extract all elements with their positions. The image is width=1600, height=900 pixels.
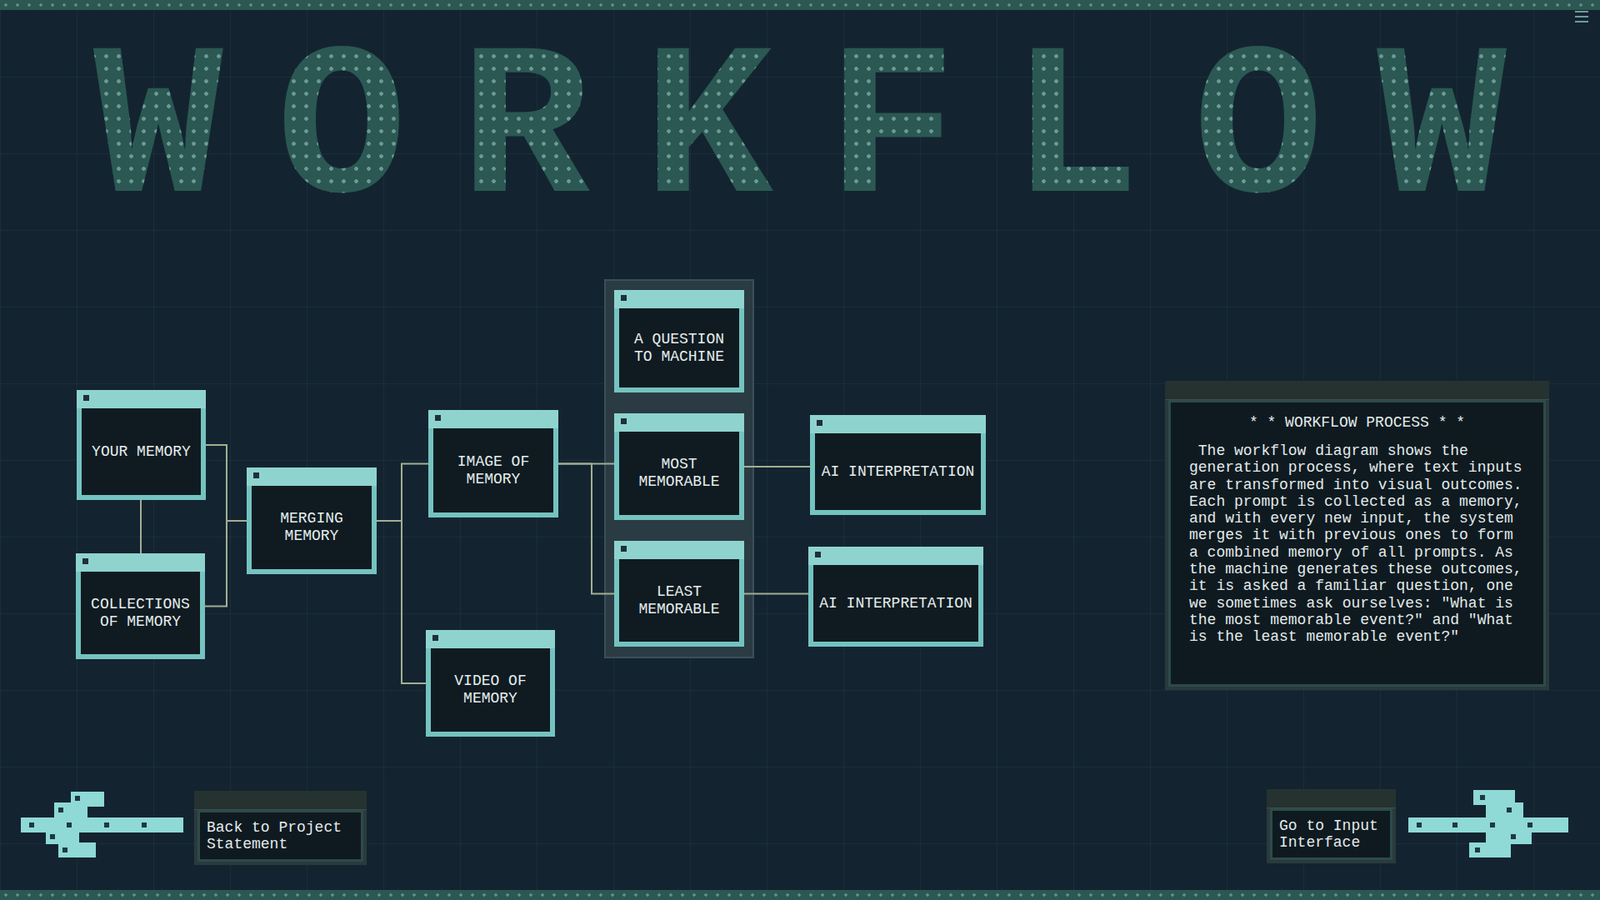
window-header xyxy=(246,467,377,486)
pixel-decoration xyxy=(1406,787,1574,871)
window-body: VIDEO OF MEMORY xyxy=(430,648,550,732)
window-body: LEAST MEMORABLE xyxy=(619,559,740,642)
window-body: AI INTERPRETATION xyxy=(813,565,979,642)
window-header xyxy=(614,540,745,560)
window-body: COLLECTIONS OF MEMORY xyxy=(80,571,200,655)
window-header xyxy=(614,290,745,309)
window-header xyxy=(614,413,745,432)
window-body: AI INTERPRETATION xyxy=(815,433,981,510)
header-square xyxy=(620,295,627,301)
window-body: Go to Input Interface xyxy=(1270,808,1393,860)
window-header xyxy=(194,790,367,810)
nav-button: Go to Input Interface xyxy=(1266,789,1396,864)
window-body: MERGING MEMORY xyxy=(251,485,372,570)
node-label: Back to Project Statement xyxy=(206,819,355,853)
header-square xyxy=(815,551,821,558)
header-square xyxy=(253,472,260,479)
header-square xyxy=(620,418,627,425)
node-label: MOST MEMORABLE xyxy=(624,455,735,491)
process-box: COLLECTIONS OF MEMORY xyxy=(75,553,205,660)
header-square xyxy=(816,420,823,426)
window-body: A QUESTION TO MACHINE xyxy=(619,308,740,388)
node-label: YOUR MEMORY xyxy=(91,443,191,461)
node-label: IMAGE OF MEMORY xyxy=(438,453,549,489)
connector-line xyxy=(205,520,247,607)
header-square xyxy=(83,395,90,401)
process-box: A QUESTION TO MACHINE xyxy=(614,290,745,393)
process-box: IMAGE OF MEMORY xyxy=(428,410,559,518)
window-header xyxy=(1266,789,1396,809)
node-label: COLLECTIONS OF MEMORY xyxy=(85,595,195,631)
process-box: LEAST MEMORABLE xyxy=(614,540,745,647)
panel-heading: * * WORKFLOW PROCESS * * xyxy=(1189,414,1525,431)
node-label: AI INTERPRETATION xyxy=(821,463,975,481)
window-header xyxy=(75,553,205,572)
window-header xyxy=(1165,380,1550,400)
connector-line xyxy=(140,500,142,554)
node-label: LEAST MEMORABLE xyxy=(624,583,735,619)
connector-line xyxy=(376,520,426,684)
window-header xyxy=(428,410,559,429)
nav-button: Back to Project Statement xyxy=(194,790,367,865)
bottom-bar xyxy=(0,890,1600,900)
window-header xyxy=(425,630,555,649)
window-header xyxy=(76,390,206,409)
header-square xyxy=(620,545,627,552)
window-body: Back to Project Statement xyxy=(197,810,364,862)
window-body: YOUR MEMORY xyxy=(81,408,201,495)
node-label: AI INTERPRETATION xyxy=(819,595,973,613)
process-box: AI INTERPRETATION xyxy=(808,546,984,647)
window-body: * * WORKFLOW PROCESS * * The workflow dia… xyxy=(1168,400,1546,687)
window-body: IMAGE OF MEMORY xyxy=(433,428,554,513)
node-label: A QUESTION TO MACHINE xyxy=(624,330,735,366)
header-square xyxy=(82,558,89,565)
header-square xyxy=(435,415,441,421)
connector-line xyxy=(376,464,429,522)
info-panel: * * WORKFLOW PROCESS * * The workflow dia… xyxy=(1165,380,1550,690)
header-square xyxy=(432,635,439,641)
menu-icon xyxy=(1573,8,1592,25)
process-box: YOUR MEMORY xyxy=(76,390,206,500)
window-header xyxy=(808,546,984,565)
pixel-decoration xyxy=(16,787,184,871)
connector-line xyxy=(558,464,615,595)
node-label: VIDEO OF MEMORY xyxy=(435,672,545,708)
process-box: MERGING MEMORY xyxy=(246,467,377,575)
node-label: The workflow diagram shows the generatio… xyxy=(1189,442,1525,646)
page-title: WORKFLOW xyxy=(0,25,1600,242)
node-label: Go to Input Interface xyxy=(1279,817,1384,851)
process-box: AI INTERPRETATION xyxy=(810,415,986,515)
process-box: VIDEO OF MEMORY xyxy=(425,630,555,737)
node-label: MERGING MEMORY xyxy=(256,510,367,545)
process-box: MOST MEMORABLE xyxy=(614,413,745,520)
connector-line xyxy=(744,465,810,468)
connector-line xyxy=(205,445,247,521)
connector-line xyxy=(744,593,809,595)
top-bar xyxy=(0,0,1600,10)
window-header xyxy=(810,415,986,434)
window-body: MOST MEMORABLE xyxy=(619,431,740,515)
